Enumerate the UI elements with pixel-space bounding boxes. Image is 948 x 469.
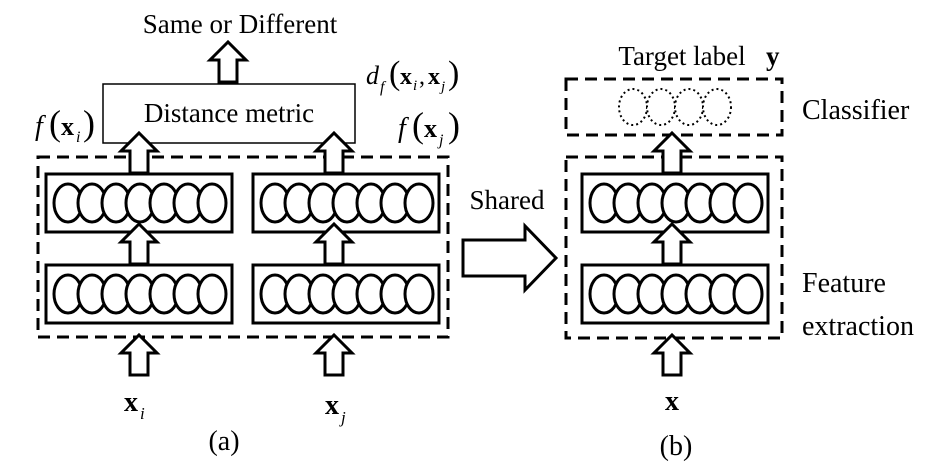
svg-text:,: , bbox=[419, 64, 425, 90]
svg-text:(: ( bbox=[49, 103, 61, 143]
classifier-label: Classifier bbox=[802, 95, 910, 126]
neuron bbox=[403, 182, 435, 224]
panel-a: Same or Different Distance metric d f ( … bbox=[35, 9, 460, 457]
right-top-neurons bbox=[259, 182, 435, 224]
svg-text:f: f bbox=[398, 113, 409, 144]
distance-metric-label: Distance metric bbox=[144, 98, 314, 128]
caption-b: (b) bbox=[660, 431, 693, 462]
svg-text:i: i bbox=[140, 404, 145, 423]
feature-label-line2: extraction bbox=[802, 311, 914, 342]
right-bottom-neurons bbox=[259, 273, 435, 315]
metric-function-label: d f ( x i , x j ) bbox=[366, 55, 459, 96]
input-left-label: x i bbox=[124, 387, 145, 423]
b-bottom-neurons bbox=[588, 273, 764, 315]
feature-right-label: f ( x j ) bbox=[398, 105, 460, 149]
shared-arrow bbox=[461, 222, 559, 294]
svg-text:x: x bbox=[428, 64, 440, 90]
target-symbol: y bbox=[766, 41, 780, 71]
siamese-network-container bbox=[36, 155, 450, 339]
feature-label-line1: Feature bbox=[802, 268, 886, 299]
svg-text:): ) bbox=[448, 105, 460, 145]
neuron bbox=[646, 88, 676, 126]
svg-text:x: x bbox=[124, 387, 138, 418]
svg-text:i: i bbox=[413, 78, 417, 94]
svg-text:j: j bbox=[437, 132, 444, 149]
svg-text:j: j bbox=[439, 79, 445, 95]
neuron bbox=[196, 273, 228, 315]
neuron bbox=[732, 182, 764, 224]
svg-text:f: f bbox=[35, 111, 46, 142]
classifier-neurons bbox=[618, 88, 732, 126]
neuron bbox=[674, 88, 704, 126]
svg-text:d: d bbox=[366, 61, 380, 90]
left-top-neurons bbox=[52, 182, 228, 224]
target-label: Target label bbox=[618, 41, 745, 71]
neuron bbox=[702, 88, 732, 126]
b-input-arrow bbox=[652, 333, 692, 377]
svg-text:): ) bbox=[448, 55, 459, 92]
svg-text:(: ( bbox=[412, 105, 424, 145]
svg-text:f: f bbox=[380, 79, 387, 96]
output-label: Same or Different bbox=[143, 9, 338, 39]
neuron bbox=[618, 88, 648, 126]
left-bottom-neurons bbox=[52, 273, 228, 315]
svg-text:j: j bbox=[339, 408, 346, 427]
b-top-neurons bbox=[588, 182, 764, 224]
svg-text:i: i bbox=[76, 129, 80, 146]
right-input-arrow bbox=[314, 333, 354, 377]
panel-b: Target label y Classifier Feature extrac… bbox=[564, 41, 914, 462]
left-input-arrow bbox=[119, 333, 159, 377]
shared-label: Shared bbox=[470, 185, 545, 215]
svg-text:): ) bbox=[83, 103, 95, 143]
caption-a: (a) bbox=[208, 426, 239, 457]
neuron bbox=[732, 273, 764, 315]
input-right-label: x j bbox=[325, 390, 346, 427]
svg-text:x: x bbox=[325, 390, 339, 421]
input-label: x bbox=[665, 386, 679, 417]
distance-metric-box bbox=[102, 83, 356, 144]
feature-left-label: f ( x i ) bbox=[35, 103, 95, 146]
svg-text:x: x bbox=[424, 114, 437, 143]
output-arrow bbox=[208, 40, 248, 84]
shared-transfer: Shared bbox=[461, 185, 559, 294]
neuron bbox=[196, 182, 228, 224]
svg-text:x: x bbox=[61, 112, 74, 141]
svg-text:x: x bbox=[400, 64, 412, 90]
neuron bbox=[403, 273, 435, 315]
classifier-arrow bbox=[652, 131, 692, 175]
svg-text:(: ( bbox=[389, 55, 400, 92]
